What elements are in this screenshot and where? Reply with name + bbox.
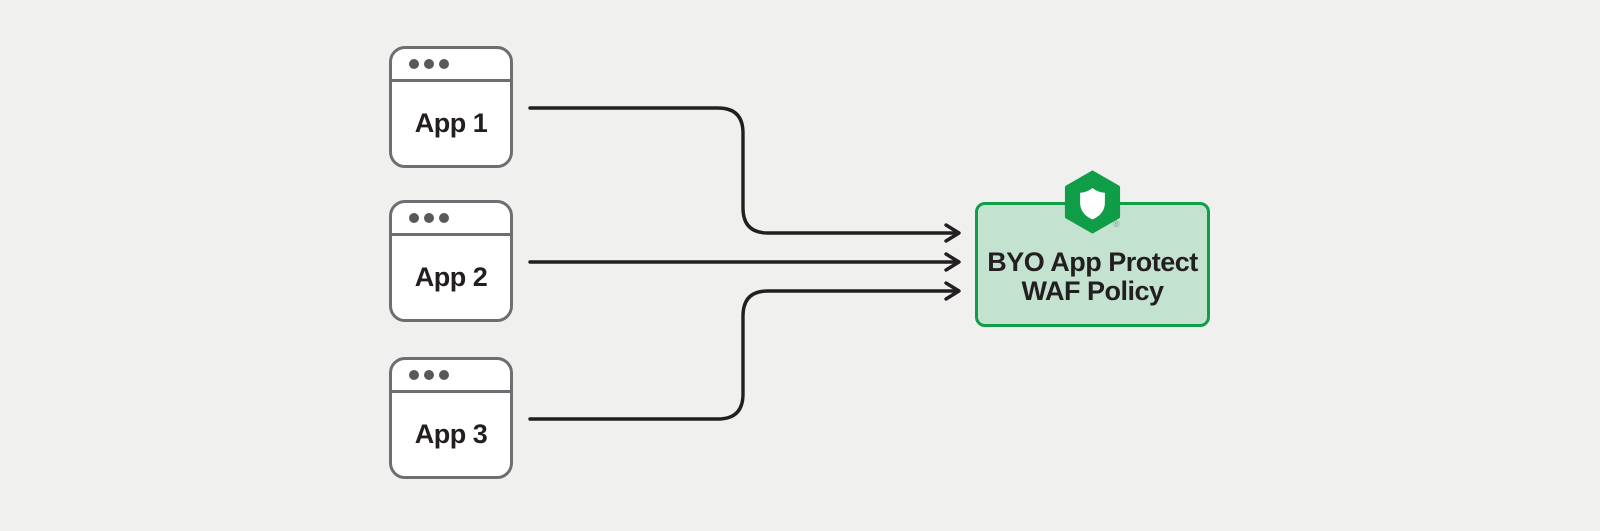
window-dot-icon [424,370,434,380]
app-window-2: App 2 [389,200,513,322]
app-window-1: App 1 [389,46,513,168]
window-dot-icon [409,59,419,69]
window-titlebar [392,49,510,82]
window-dot-icon [409,213,419,223]
window-body: App 2 [392,236,510,319]
app-window-3: App 3 [389,357,513,479]
window-dot-icon [439,59,449,69]
window-dot-icon [424,59,434,69]
window-dot-icon [424,213,434,223]
app-protect-shield-icon [1064,170,1121,234]
window-body: App 3 [392,393,510,476]
window-dot-icon [409,370,419,380]
app-label: App 1 [414,108,488,138]
arrow-app3-to-waf [528,281,961,421]
registered-trademark: ® [1113,219,1120,229]
window-dot-icon [439,213,449,223]
window-body: App 1 [392,82,510,165]
window-titlebar [392,203,510,236]
arrow-app1-to-waf [528,106,961,243]
waf-policy-label-line2: WAF Policy [1021,275,1164,306]
shield-shape [1080,187,1105,220]
waf-policy-label-line1: BYO App Protect [987,246,1198,277]
app-label: App 3 [414,419,488,449]
app-label: App 2 [414,262,488,292]
window-titlebar [392,360,510,393]
window-dot-icon [439,370,449,380]
waf-policy-label: BYO App Protect WAF Policy [987,246,1198,306]
